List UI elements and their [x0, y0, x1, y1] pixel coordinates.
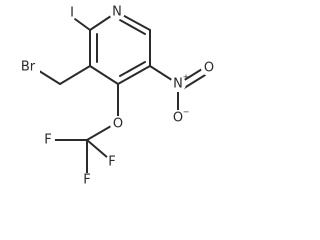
- atom-f-bottom: F: [80, 173, 94, 188]
- bond-c2-i: [74, 18, 91, 31]
- bond-c4-c5-double: [119, 61, 146, 77]
- substituent-bonds: [35, 18, 211, 175]
- bond-cf3-f-right: [86, 139, 109, 159]
- atom-n-nitro: N +: [170, 73, 190, 92]
- atom-f-right: F: [105, 155, 119, 170]
- atom-f-left: F: [41, 133, 55, 148]
- atom-o-nitro-bottom: O −: [170, 108, 190, 126]
- atom-n-ring: N: [109, 4, 125, 20]
- atom-label-n-ring: N: [112, 5, 122, 20]
- atom-label-o-nitro-bottom: O: [173, 111, 183, 126]
- bond-c4-c5: [117, 65, 151, 85]
- bond-n-c6-double: [119, 19, 146, 35]
- atom-o-nitro-top: O: [201, 60, 217, 76]
- atom-label-iodine: I: [70, 6, 74, 21]
- molecule-drawing: N I Br O N + O O − F: [18, 4, 217, 188]
- bond-c3-c4: [89, 65, 119, 85]
- atom-label-n-nitro: N: [173, 77, 183, 92]
- atom-labels: N I Br O N + O O − F: [18, 4, 217, 188]
- atom-o-ether: O: [110, 116, 126, 132]
- atom-label-f-left: F: [44, 133, 51, 148]
- atom-iodine: I: [66, 6, 78, 21]
- atom-label-bromine: Br: [21, 60, 36, 75]
- atom-label-o-ether: O: [113, 117, 123, 132]
- bond-c3-ch2: [59, 65, 91, 85]
- charge-minus-nitro: −: [183, 108, 190, 117]
- structure-diagram: N I Br O N + O O − F: [18, 4, 217, 188]
- atom-label-f-right: F: [108, 155, 115, 170]
- atom-label-o-nitro-top: O: [204, 61, 214, 76]
- atom-bromine: Br: [18, 59, 40, 75]
- pyridine-ring: [89, 11, 151, 85]
- charge-plus-nitro: +: [183, 73, 190, 82]
- atom-label-f-bottom: F: [83, 173, 90, 188]
